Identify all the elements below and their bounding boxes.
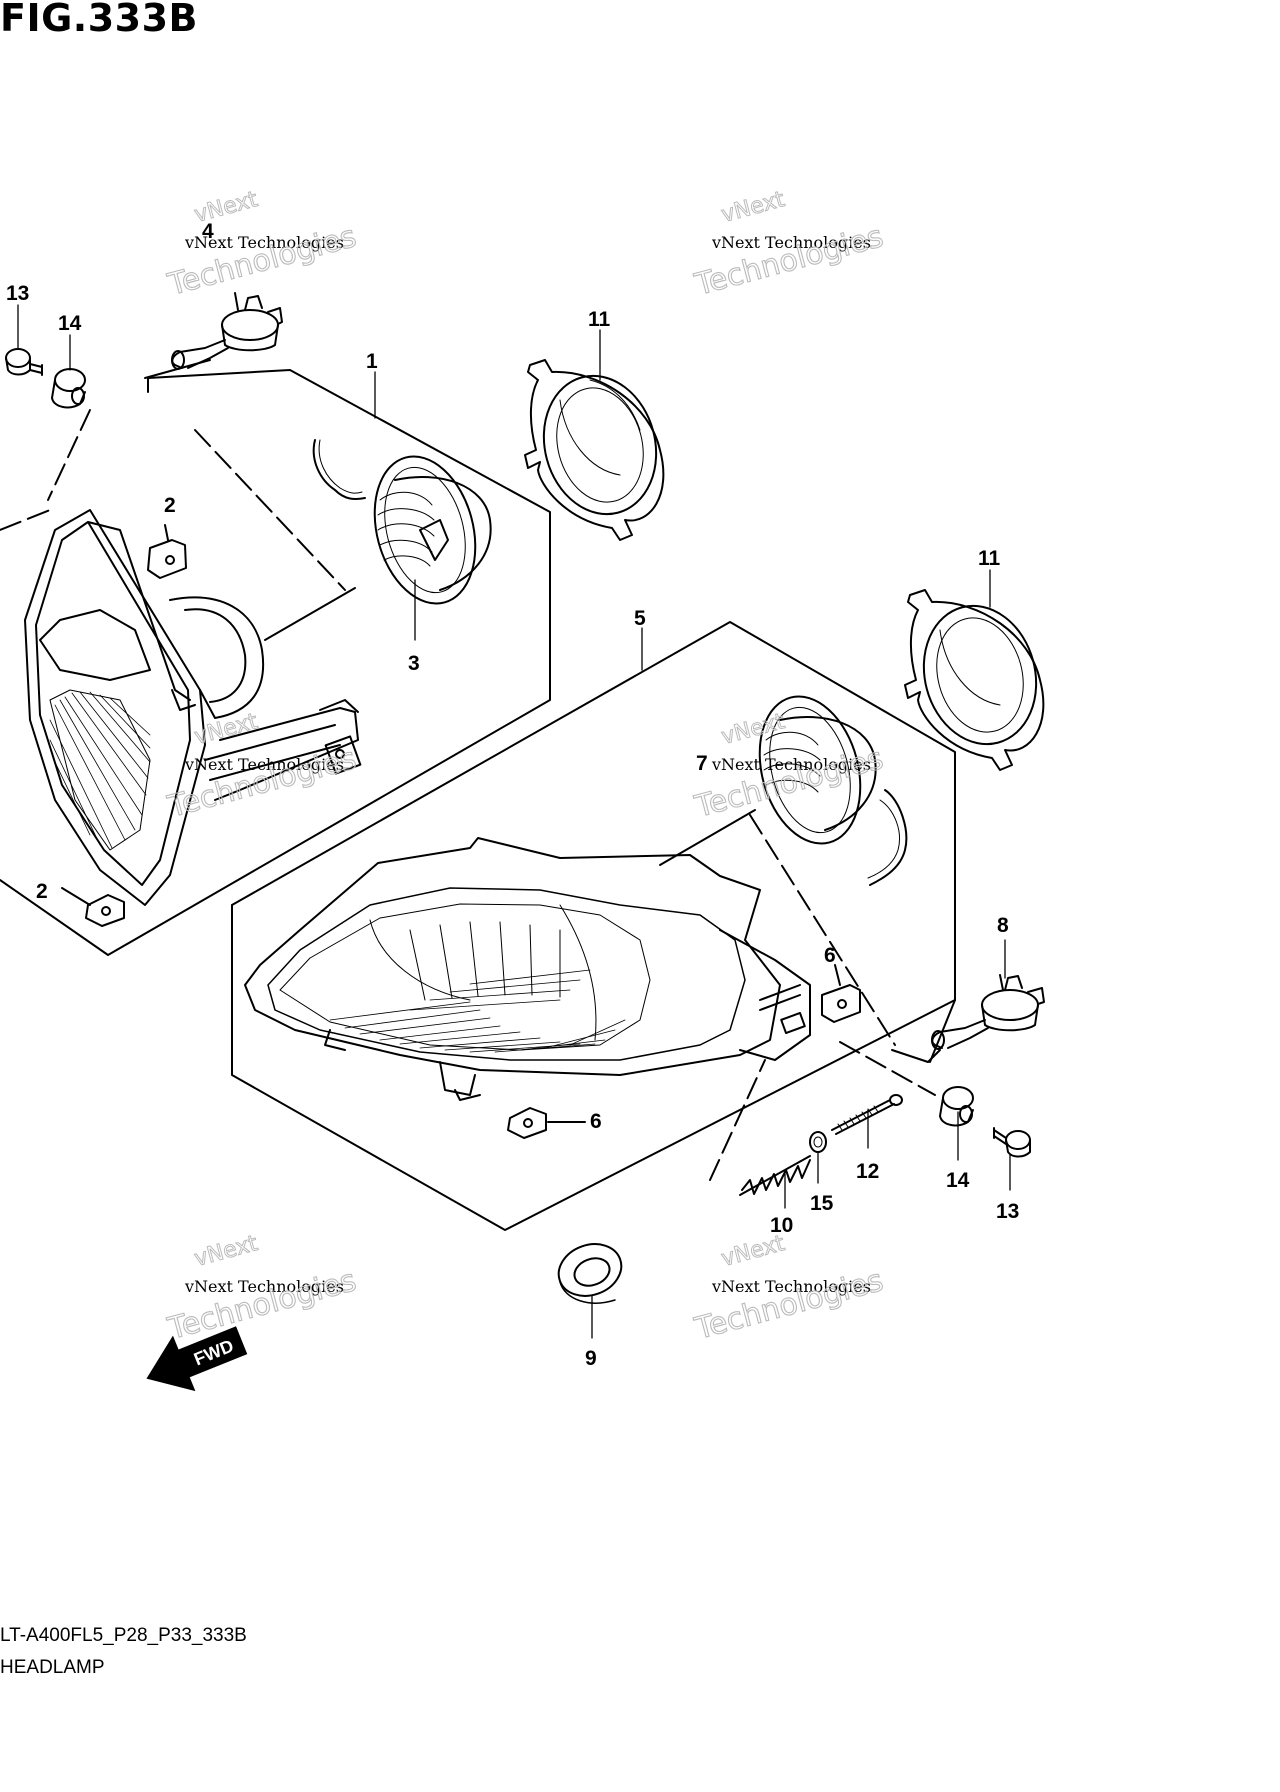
washer-15 <box>809 1131 827 1153</box>
callout-2-lower: 2 <box>36 880 48 903</box>
callout-11-upper: 11 <box>588 308 611 331</box>
watermark-2: vNext vNext Technologies Technologies <box>690 187 887 304</box>
callout-6-lower: 6 <box>590 1110 602 1133</box>
callout-15: 15 <box>810 1192 834 1215</box>
screw-13-lower <box>993 1127 1031 1158</box>
clip-6-lower <box>507 1107 586 1139</box>
screw-13-upper <box>5 348 43 376</box>
model-code: LT-A400FL5_P28_P33_333B <box>0 1625 247 1646</box>
socket-3 <box>264 439 492 641</box>
svg-text:vNext Technologies: vNext Technologies <box>711 1277 871 1296</box>
callout-9: 9 <box>585 1347 597 1370</box>
callout-2-upper: 2 <box>164 494 176 517</box>
callout-10: 10 <box>770 1214 793 1237</box>
svg-text:vNext: vNext <box>719 709 788 750</box>
bulb-4 <box>144 292 346 591</box>
grommet-14-lower <box>939 1086 974 1127</box>
headlamp-housing-5 <box>244 837 811 1101</box>
retainer-ring-11-upper <box>524 359 665 541</box>
headlamp-housing-1 <box>24 509 362 906</box>
callout-4: 4 <box>202 220 214 243</box>
callout-3: 3 <box>408 652 420 675</box>
svg-text:vNext: vNext <box>192 1231 261 1272</box>
grommet-14-upper <box>47 368 91 501</box>
callout-7: 7 <box>696 752 708 775</box>
retainer-ring-11-lower <box>904 589 1045 771</box>
clip-6-upper <box>821 964 861 1023</box>
svg-text:vNext Technologies: vNext Technologies <box>184 233 344 252</box>
watermark-5: vNext vNext Technologies Technologies <box>163 1231 360 1348</box>
callout-14-upper: 14 <box>58 312 82 335</box>
callout-13-upper: 13 <box>6 282 29 305</box>
adjust-screw-12 <box>831 1094 903 1135</box>
clip-2-lower <box>61 887 125 927</box>
svg-text:Technologies: Technologies <box>164 219 360 303</box>
svg-text:vNext Technologies: vNext Technologies <box>711 755 871 774</box>
spring-10 <box>709 1059 811 1196</box>
callout-14-lower: 14 <box>946 1169 970 1192</box>
socket-7 <box>659 695 908 886</box>
section-name: HEADLAMP <box>0 1657 105 1678</box>
figure-title: FIG.333B <box>0 0 199 40</box>
svg-text:Technologies: Technologies <box>691 219 887 303</box>
clip-2-upper <box>147 524 187 579</box>
svg-text:vNext Technologies: vNext Technologies <box>184 755 344 774</box>
svg-text:Technologies: Technologies <box>164 1263 360 1347</box>
callout-13-lower: 13 <box>996 1200 1019 1223</box>
svg-text:Technologies: Technologies <box>691 1263 887 1347</box>
seal-ring-9 <box>557 1243 623 1304</box>
watermark-1: vNext vNext Technologies Technologies <box>163 187 360 304</box>
assembly-box-5 <box>231 621 956 1231</box>
svg-text:Technologies: Technologies <box>164 741 360 825</box>
callout-6-upper: 6 <box>824 944 836 967</box>
callout-11-lower: 11 <box>978 547 1001 570</box>
callout-5: 5 <box>634 607 646 630</box>
svg-text:vNext: vNext <box>719 187 788 228</box>
bulb-8 <box>749 814 1045 1063</box>
callout-labels: 1 2 2 3 4 5 6 6 7 8 9 10 11 11 12 13 13 … <box>6 220 1019 1370</box>
callout-8: 8 <box>997 914 1009 937</box>
leader-lines <box>17 304 1011 1339</box>
svg-text:vNext: vNext <box>719 1231 788 1272</box>
watermark-6: vNext vNext Technologies Technologies <box>690 1231 887 1348</box>
callout-1: 1 <box>366 350 378 373</box>
assembly-box-1 <box>0 369 551 956</box>
svg-text:vNext Technologies: vNext Technologies <box>184 1277 344 1296</box>
callout-12: 12 <box>856 1160 879 1183</box>
svg-text:vNext Technologies: vNext Technologies <box>711 233 871 252</box>
